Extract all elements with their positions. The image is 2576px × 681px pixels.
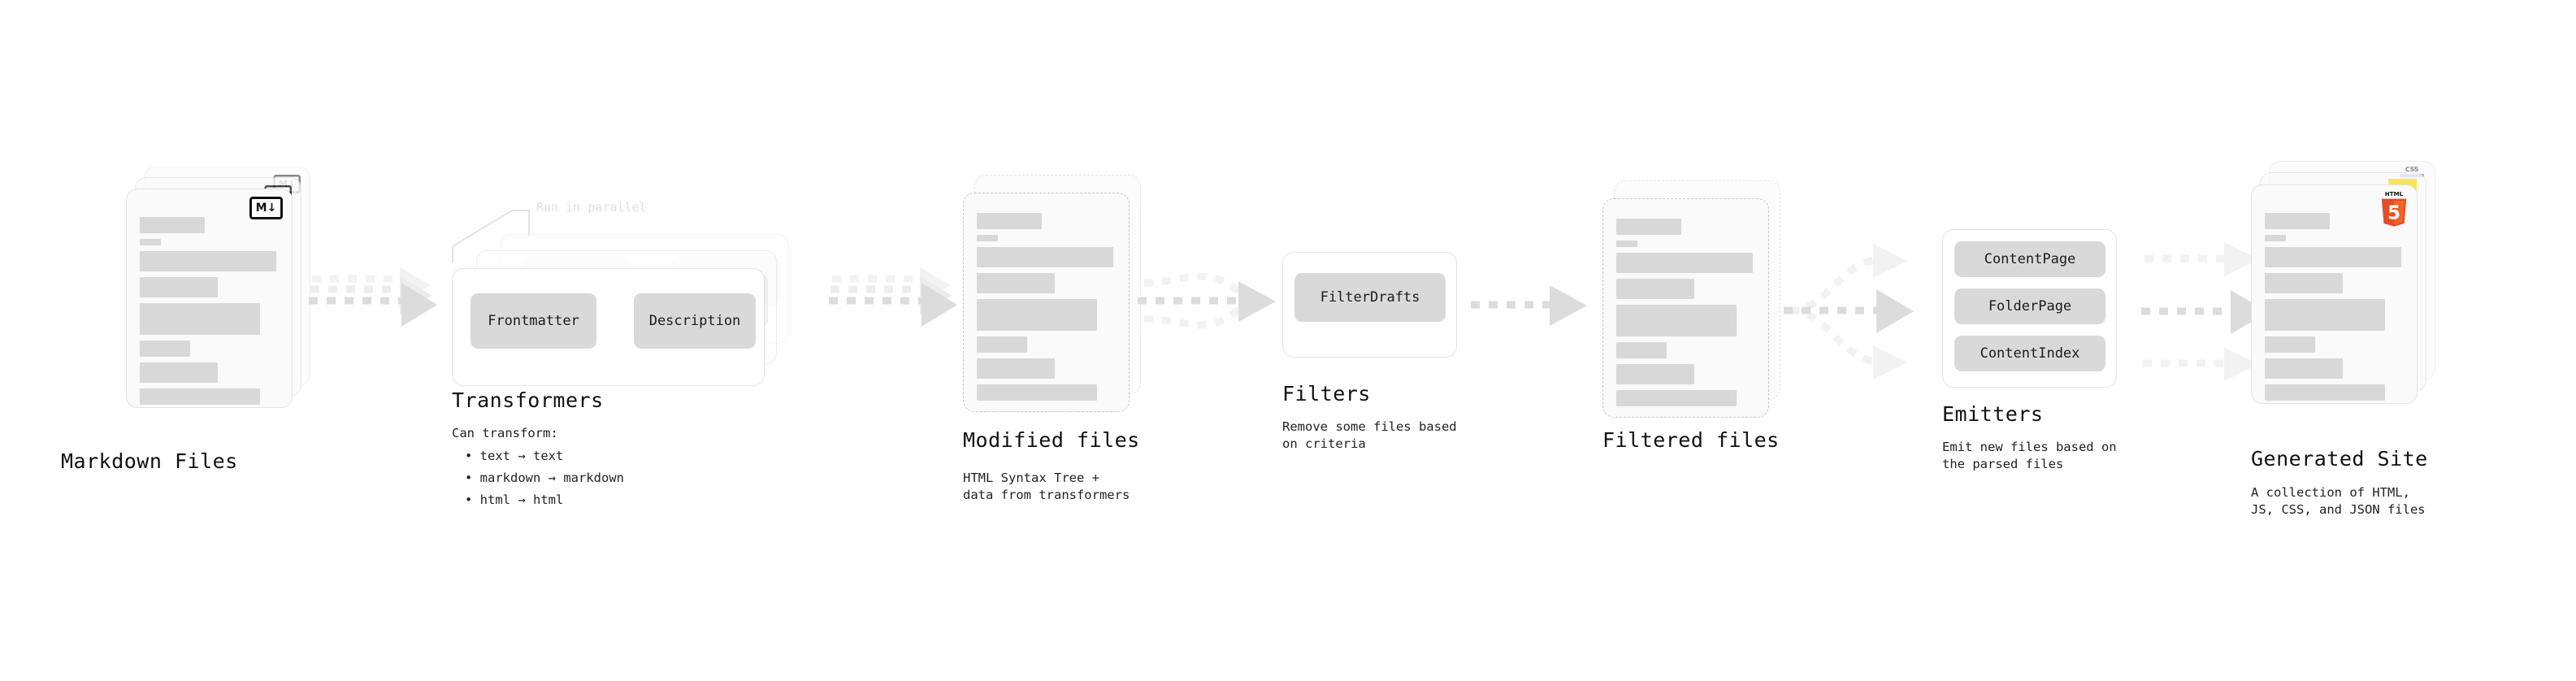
transform-bullet-1: • markdown → markdown: [465, 471, 624, 485]
stage-title-filtered-files: Filtered files: [1602, 428, 1780, 452]
chip-contentpage[interactable]: ContentPage: [1954, 241, 2105, 277]
file-card-front: [963, 193, 1130, 412]
html5-badge: HTML 5: [2381, 190, 2407, 227]
run-in-parallel-brace: [452, 210, 530, 262]
skeleton-content: [1616, 219, 1755, 412]
connector-transformers-to-modified: [829, 267, 957, 327]
stage-title-emitters: Emitters: [1942, 402, 2044, 426]
chip-contentindex[interactable]: ContentIndex: [1954, 336, 2105, 371]
file-card-front: [1602, 198, 1769, 418]
stage-subtitle-filters: Remove some files based on criteria: [1282, 419, 1457, 452]
skeleton-content: [977, 213, 1116, 406]
stage-title-markdown-files: Markdown Files: [61, 449, 238, 473]
connector-filters-to-filtered: [1471, 285, 1587, 326]
transform-bullet-0: • text → text: [465, 449, 564, 463]
stage-subtitle-modified-files: HTML Syntax Tree + data from transformer…: [963, 471, 1130, 503]
chip-filterdrafts[interactable]: FilterDrafts: [1295, 273, 1446, 322]
connector-filtered-to-emitters: [1784, 244, 1914, 380]
stage-title-modified-files: Modified files: [963, 428, 1140, 452]
chip-folderpage[interactable]: FolderPage: [1954, 288, 2105, 324]
file-card-front: M↓: [126, 189, 293, 408]
connector-emitters-to-site: [2141, 242, 2268, 381]
transformer-group-front: Frontmatter Description: [452, 268, 765, 386]
connector-modified-to-filters: [1138, 272, 1276, 329]
stage-subtitle-generated-site: A collection of HTML, JS, CSS, and JSON …: [2251, 485, 2426, 518]
connector-markdown-to-transformers: [309, 267, 437, 327]
stage-title-transformers: Transformers: [452, 388, 604, 412]
svg-text:HTML: HTML: [2385, 190, 2404, 197]
run-in-parallel-label: Run in parallel: [536, 200, 647, 215]
stage-subtitle-transformers: Can transform:: [452, 426, 558, 440]
stage-title-generated-site: Generated Site: [2251, 447, 2428, 471]
stage-filters: FilterDrafts: [1282, 252, 1457, 358]
markdown-badge: M↓: [249, 197, 283, 219]
html5-digit: 5: [2387, 202, 2400, 223]
skeleton-content: [2265, 213, 2404, 406]
file-card-front: HTML 5: [2251, 184, 2418, 404]
css-badge: CSS: [2400, 167, 2424, 177]
transform-bullet-2: • html → html: [465, 492, 564, 507]
skeleton-content: [140, 217, 279, 410]
stage-emitters: ContentPage FolderPage ContentIndex: [1942, 229, 2117, 388]
chip-description[interactable]: Description: [634, 293, 756, 349]
chip-frontmatter[interactable]: Frontmatter: [471, 293, 596, 349]
stage-subtitle-emitters: Emit new files based on the parsed files: [1942, 440, 2117, 472]
stage-title-filters: Filters: [1282, 382, 1371, 406]
